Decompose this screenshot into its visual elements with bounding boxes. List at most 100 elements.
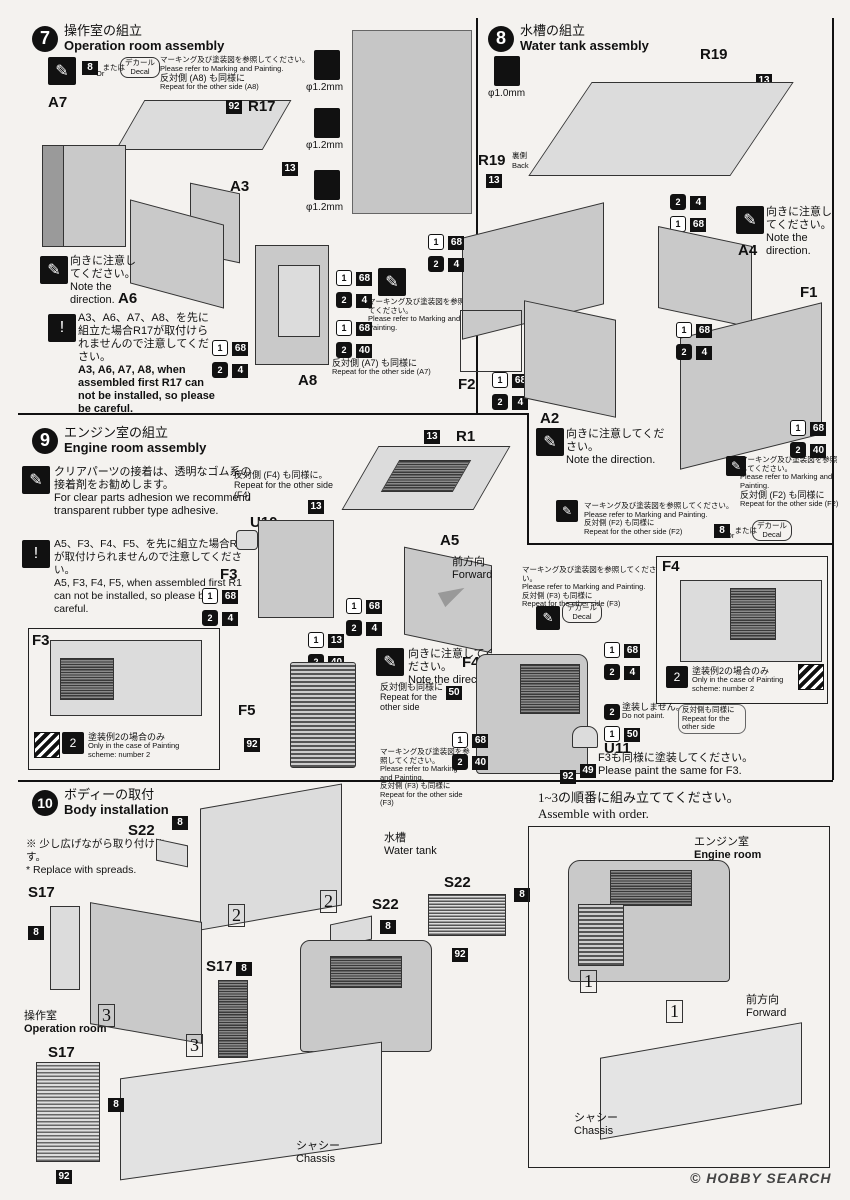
- repeat2-jp: 反対側 (A7) も同様に: [332, 358, 418, 368]
- marking2-jp: マーキング及び塗装図を参照してください。: [584, 501, 734, 510]
- paint-same-note: F3も同様に塗装してください。 Please paint the same fo…: [598, 752, 758, 778]
- label-a5: A5: [440, 532, 460, 549]
- forward-label: 前方向 Forward: [452, 556, 492, 582]
- spread-jp: ※ 少し広げながら取り付けます。: [26, 838, 166, 863]
- spread-note: ※ 少し広げながら取り付けます。 * Replace with spreads.: [26, 838, 166, 877]
- divider-step9-right-h: [527, 543, 832, 545]
- marking2-en: Please refer to Marking and Painting.: [368, 314, 461, 332]
- forward-jp: 前方向: [452, 556, 485, 568]
- scheme2-jp: 塗装例2の場合のみ: [88, 732, 166, 742]
- repeat2-jp: 反対側 (F2) も同様に: [584, 518, 655, 527]
- drill-size-3: φ1.2mm: [306, 202, 344, 213]
- hobby-search-watermark: © HOBBY SEARCH: [690, 1170, 832, 1186]
- step7-number: 7: [32, 25, 58, 52]
- water-tank-jp: 水槽: [384, 832, 406, 844]
- step9-number: 9: [32, 427, 58, 454]
- direction-en: Note the direction.: [70, 281, 115, 306]
- repeat-f3-en: Repeat for the other side (F3): [522, 599, 621, 608]
- warning-icon: !: [48, 314, 76, 342]
- badge-49: 49: [580, 760, 596, 778]
- not-paint-jp: 塗装しません。: [622, 702, 685, 712]
- order-detail-box: [528, 826, 830, 1168]
- badge-13-b: 13: [486, 170, 502, 188]
- direction-jp: 向きに注意してください。: [408, 648, 496, 673]
- step7-header: 7 操作室の組立 Operation room assembly: [32, 24, 224, 53]
- paint-brush-icon-4: ✎: [736, 206, 764, 234]
- repeat-en: Repeat for the other side (A8): [160, 82, 259, 91]
- order-mark-1b: 1: [666, 1000, 683, 1023]
- label-back-en: Back: [512, 161, 529, 170]
- part-f3-engine: [258, 520, 334, 618]
- badge-8-f: 8: [108, 1094, 124, 1112]
- repeat-f4-en: Repeat for the other side (F4): [234, 480, 334, 500]
- badge-50-b: 1 50: [604, 724, 641, 742]
- paint-brush-icon-5: ✎: [726, 456, 746, 476]
- part-f5-grille: [290, 662, 356, 768]
- marking2-en: Please refer to Marking and Painting.: [584, 509, 708, 519]
- decal-tag-2: デカール Decal: [752, 520, 792, 541]
- drill-size-2: φ1.2mm: [306, 140, 344, 151]
- repeat3-en: Repeat for the other side (F3): [380, 789, 463, 807]
- scheme2-icon: 2: [666, 666, 688, 688]
- part-chassis-left: [120, 1041, 382, 1181]
- divider-step9-right: [527, 413, 529, 543]
- part-engine-room-right-grille: [610, 870, 692, 906]
- warning-icon-2: !: [22, 540, 50, 568]
- scheme2-icon-2: 2: [62, 732, 84, 754]
- decal-jp: デカール: [125, 58, 155, 67]
- chassis-label-left: シャシー Chassis: [296, 1140, 340, 1166]
- part-s17-c: [36, 1062, 100, 1162]
- watermark-text: HOBBY SEARCH: [706, 1170, 832, 1186]
- f3-detail-box: [28, 628, 220, 770]
- drill-icon-1: [314, 50, 340, 80]
- watermark-copy: ©: [690, 1170, 707, 1186]
- label-f4: F4: [462, 654, 480, 671]
- scheme2-jp: 塗装例2の場合のみ: [692, 666, 770, 676]
- not-paint-en: Do not paint.: [622, 711, 665, 720]
- decal-en: Decal: [762, 529, 782, 539]
- scheme2-stripe-icon: [798, 664, 824, 690]
- repeat2-en: Repeat for the other side (F2): [584, 526, 683, 536]
- repeat-other-jp: 反対側も同様に: [380, 682, 444, 692]
- badge-8-c: 8: [514, 884, 530, 902]
- order-mark-3a: 3: [98, 1004, 115, 1027]
- label-f1: F1: [800, 284, 818, 301]
- repeat-en: Repeat for the other side (F2): [740, 499, 839, 508]
- step9-title-jp: エンジン室の組立: [64, 425, 169, 440]
- step9-marking-note-3: マーキング及び塗装図を参照してください。 Please refer to Mar…: [380, 747, 470, 808]
- color-set-c: 1 68 2 40: [336, 318, 373, 358]
- step9-direction-note: 向きに注意してください。 Note the direction.: [408, 648, 498, 687]
- part-f3-detail-grille: [60, 658, 114, 700]
- badge-92-d: 92: [452, 944, 468, 962]
- label-r1: R1: [456, 428, 476, 445]
- paint-brush-icon-9: ✎: [376, 648, 404, 676]
- part-engine-room-right-front: [578, 904, 624, 966]
- marking3-jp: マーキング及び塗装図を参照してください。: [380, 747, 470, 765]
- color-set-d: 2 4 1 68: [670, 192, 707, 232]
- marking-en: Please refer to Marking and Painting.: [740, 472, 833, 490]
- marking-jp: マーキング及び塗装図を参照してください。: [160, 55, 310, 64]
- step8-decal-note: 8 または: [714, 520, 757, 538]
- badge-13-a: 13: [282, 158, 298, 176]
- order-mark-2a: 2: [228, 904, 245, 927]
- paint-brush-icon-3: ✎: [378, 268, 406, 296]
- paint-brush-icon-8: ✎: [536, 606, 560, 630]
- engine-room-label: エンジン室 Engine room: [694, 836, 761, 862]
- paint-brush-icon: ✎: [48, 57, 76, 85]
- label-s17-b: S17: [206, 958, 233, 975]
- order-jp: 1~3の順番に組み立ててください。: [538, 790, 740, 805]
- glue-icon: ✎: [22, 466, 50, 494]
- part-f4-grille: [520, 664, 580, 714]
- order-en: Assemble with order.: [538, 806, 649, 821]
- drill-size-4: φ1.0mm: [488, 88, 526, 99]
- label-r17: R17: [248, 98, 276, 115]
- part-s17-b: [218, 980, 248, 1058]
- marking-jp: マーキング及び塗装図を参照してください。: [740, 455, 838, 473]
- forward-jp: 前方向: [746, 994, 779, 1006]
- forward-label-2: 前方向 Forward: [746, 994, 786, 1020]
- decal-tag-3: デカール Decal: [562, 602, 602, 623]
- direction2-en: Note the direction.: [566, 454, 656, 466]
- label-f2: F2: [458, 376, 476, 393]
- chassis-en: Chassis: [296, 1153, 336, 1165]
